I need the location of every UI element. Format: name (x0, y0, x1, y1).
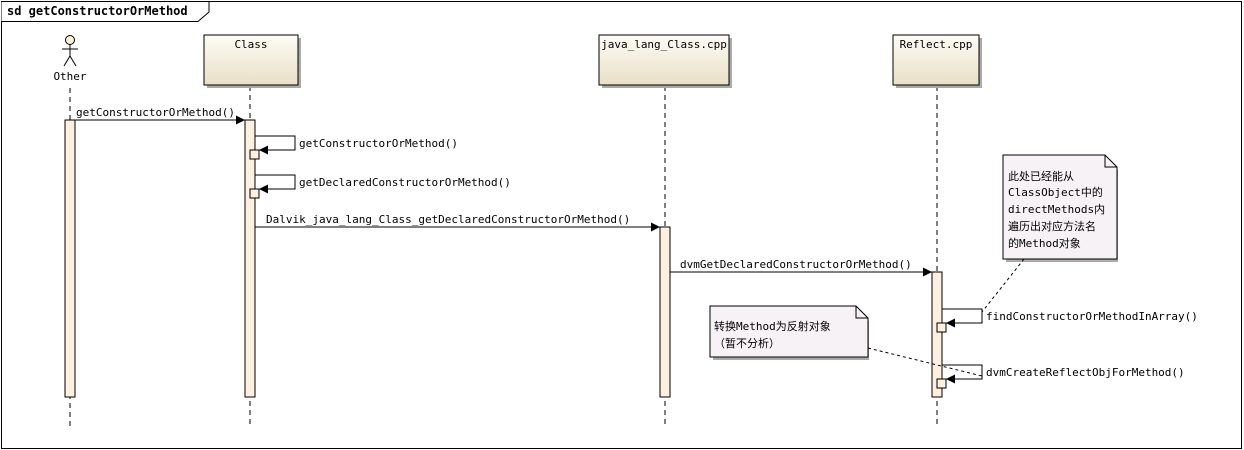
activation-reflect (931, 271, 943, 398)
message-arrow-7[interactable] (942, 364, 983, 384)
message-arrow-6[interactable] (942, 308, 983, 328)
note-1-line-2: ClassObject中的 (1008, 185, 1103, 199)
actor-other-icon[interactable] (62, 35, 78, 67)
participant-other-label: Other (53, 70, 86, 83)
participant-reflect-label: Reflect.cpp (900, 38, 973, 51)
note-2-connector (867, 347, 983, 377)
message-label-3: getDeclaredConstructorOrMethod() (299, 176, 511, 189)
activation-java-lang-class (659, 226, 671, 398)
note-2-line-2: （暂不分析） (714, 336, 780, 350)
note-1-line-5: 的Method对象 (1008, 236, 1081, 250)
message-label-2: getConstructorOrMethod() (299, 137, 458, 150)
message-label-5: dvmGetDeclaredConstructorOrMethod() (680, 258, 912, 271)
participant-java-lang-class[interactable]: java_lang_Class.cpp (598, 34, 732, 88)
participant-java-lang-class-label: java_lang_Class.cpp (601, 38, 727, 51)
participant-class-label: Class (234, 38, 267, 51)
activation-other (64, 119, 76, 398)
message-label-4: Dalvik_java_lang_Class_getDeclaredConstr… (266, 213, 630, 226)
participant-class[interactable]: Class (203, 34, 301, 88)
message-arrow-3[interactable] (255, 174, 296, 194)
message-label-6: findConstructorOrMethodInArray() (986, 310, 1198, 323)
activation-class-self-1 (249, 149, 260, 160)
frame-title: sd getConstructorOrMethod (7, 4, 188, 18)
message-label-1: getConstructorOrMethod() (76, 106, 235, 119)
note-1-line-3: directMethods内 (1008, 202, 1105, 216)
note-2[interactable]: 转换Method为反射对象 （暂不分析） (709, 305, 869, 360)
note-1[interactable]: 此处已经能从 ClassObject中的 directMethods内 遍历出对… (1002, 154, 1118, 262)
activation-reflect-self-2 (936, 378, 947, 389)
activation-class-self-2 (249, 188, 260, 199)
activation-class (244, 119, 256, 398)
message-label-7: dvmCreateReflectObjForMethod() (986, 366, 1185, 379)
note-1-line-4: 遍历出对应方法名 (1008, 219, 1096, 233)
frame-title-tab (1, 1, 210, 22)
participant-reflect[interactable]: Reflect.cpp (892, 34, 982, 88)
note-2-line-1: 转换Method为反射对象 (714, 319, 831, 333)
note-1-line-1: 此处已经能从 (1008, 169, 1074, 183)
activation-reflect-self-1 (936, 322, 947, 333)
note-1-connector (981, 258, 1025, 313)
message-arrow-2[interactable] (255, 135, 296, 155)
